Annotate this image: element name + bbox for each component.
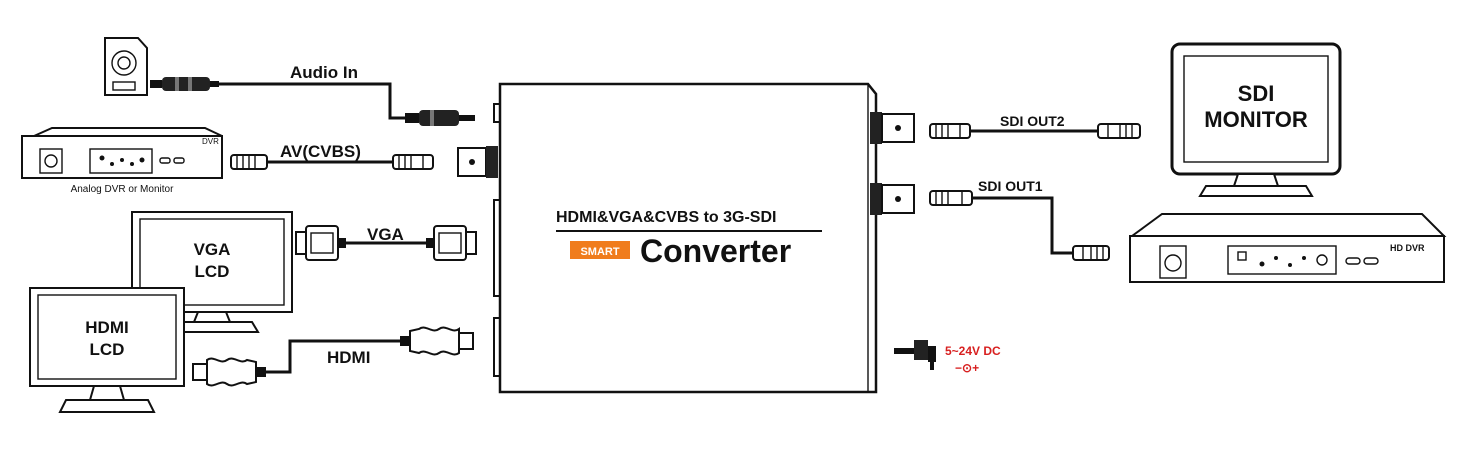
sdi-out2-port [870, 112, 915, 144]
analog-dvr-tag: DVR [202, 137, 219, 146]
vga-lcd-line2: LCD [195, 262, 230, 281]
sdi-monitor: SDI MONITOR [1170, 42, 1342, 197]
audio-in-label: Audio In [290, 63, 358, 82]
audio-source-device [104, 37, 148, 96]
sdi-monitor-line1: SDI [1238, 81, 1275, 106]
vga-label: VGA [367, 225, 404, 244]
av-bnc-plug-right [392, 154, 434, 170]
sdi-out2-bnc-left [929, 123, 971, 139]
audio-plug-left [150, 77, 219, 91]
av-bnc-plug-left [230, 154, 268, 170]
audio-plug-right [405, 110, 475, 126]
sdi-out1-cable-line [972, 196, 1073, 255]
hd-dvr-label: HD DVR [1390, 243, 1425, 253]
power-polarity-label: −⊙+ [955, 361, 979, 375]
analog-dvr-device: DVR [21, 127, 223, 179]
power-voltage-label: 5~24V DC [945, 344, 1001, 358]
sdi-out1-bnc-right [1072, 245, 1110, 261]
hdmi-label: HDMI [327, 348, 370, 367]
converter-box [457, 82, 878, 394]
hdmi-plug-left [192, 357, 266, 387]
vga-lcd-line1: VGA [194, 240, 231, 259]
sdi-out1-label: SDI OUT1 [978, 178, 1043, 194]
vga-plug-right [426, 225, 477, 261]
smart-badge: SMART [570, 241, 630, 259]
hdmi-lcd-monitor: HDMI LCD [29, 287, 185, 413]
converter-name: Converter [640, 233, 791, 269]
converter-title: HDMI&VGA&CVBS to 3G-SDI [556, 209, 776, 226]
hdmi-cable-line [265, 339, 400, 374]
power-plug-icon [894, 340, 936, 370]
sdi-out2-bnc-right [1097, 123, 1141, 139]
hdmi-lcd-line1: HDMI [85, 318, 128, 337]
hdmi-plug-right [400, 326, 474, 356]
sdi-out2-label: SDI OUT2 [1000, 113, 1065, 129]
vga-plug-left [295, 225, 346, 261]
av-cvbs-label: AV(CVBS) [280, 142, 361, 161]
sdi-monitor-line2: MONITOR [1204, 107, 1308, 132]
connection-lines [218, 82, 1098, 374]
sdi-out1-bnc-left [929, 190, 973, 206]
hd-dvr-device: HD DVR [1128, 213, 1447, 283]
hdmi-lcd-line2: LCD [90, 340, 125, 359]
smart-badge-text: SMART [580, 246, 619, 258]
analog-dvr-caption: Analog DVR or Monitor [71, 184, 174, 195]
sdi-out1-port [870, 183, 915, 215]
audio-cable-line [218, 82, 405, 120]
